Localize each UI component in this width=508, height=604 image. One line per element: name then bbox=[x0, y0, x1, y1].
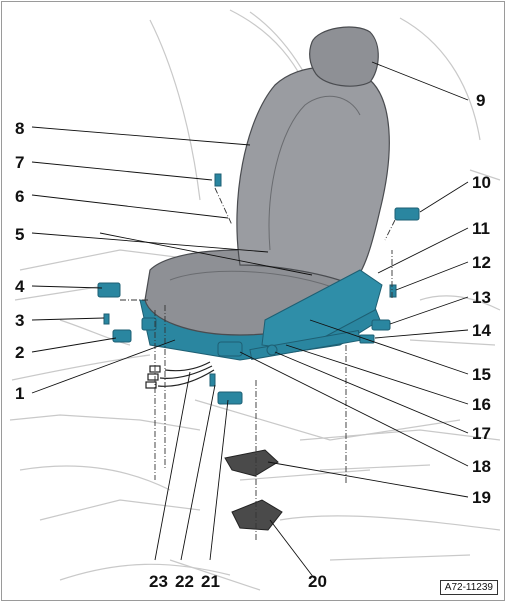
callout-12: 12 bbox=[472, 253, 491, 272]
callout-2: 2 bbox=[15, 343, 25, 362]
callout-7: 7 bbox=[15, 153, 25, 172]
callout-16: 16 bbox=[472, 395, 491, 414]
callout-3: 3 bbox=[15, 311, 25, 330]
callout-21: 21 bbox=[201, 572, 220, 591]
callout-10: 10 bbox=[472, 173, 491, 192]
callout-9: 9 bbox=[476, 91, 486, 110]
seat-side-trim bbox=[261, 269, 383, 351]
callout-6: 6 bbox=[15, 187, 25, 206]
callout-20: 20 bbox=[308, 572, 327, 591]
callout-23: 23 bbox=[149, 572, 168, 591]
car-body-outline bbox=[9, 9, 501, 591]
callout-11: 11 bbox=[472, 219, 490, 238]
floor-cover-lower bbox=[231, 499, 283, 531]
seat-headrest bbox=[309, 26, 379, 87]
assembly-lines bbox=[120, 187, 396, 540]
callout-13: 13 bbox=[472, 288, 491, 307]
callout-18: 18 bbox=[472, 457, 491, 476]
callout-15: 15 bbox=[472, 365, 491, 384]
callout-1: 1 bbox=[15, 384, 25, 403]
callout-4: 4 bbox=[15, 277, 25, 296]
callout-19: 19 bbox=[472, 488, 491, 507]
callout-5: 5 bbox=[15, 225, 25, 244]
callout-8: 8 bbox=[15, 119, 25, 138]
small-parts bbox=[97, 173, 420, 405]
leader-lines bbox=[31, 61, 469, 579]
figure-reference-code: A72-11239 bbox=[439, 580, 498, 595]
callout-17: 17 bbox=[472, 424, 491, 443]
seat-rail bbox=[249, 329, 361, 361]
callout-14: 14 bbox=[472, 321, 491, 340]
callout-22: 22 bbox=[175, 572, 194, 591]
floor-cover-upper bbox=[224, 449, 279, 477]
wiring-harness bbox=[145, 361, 215, 389]
